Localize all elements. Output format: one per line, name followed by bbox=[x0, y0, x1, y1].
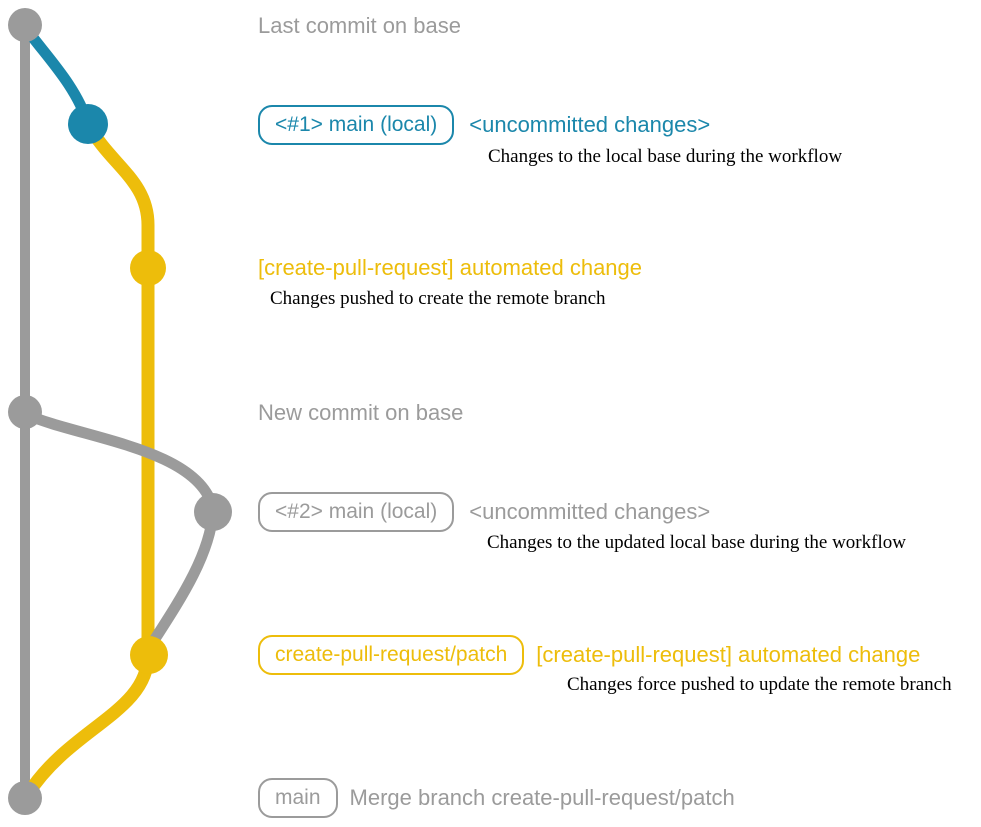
commit-dot-uncommitted-1 bbox=[68, 104, 108, 144]
caption-automated-2: Changes force pushed to update the remot… bbox=[567, 674, 952, 695]
git-graph bbox=[8, 8, 232, 815]
caption-uncommitted-2: Changes to the updated local base during… bbox=[487, 532, 906, 553]
caption-automated-1: Changes pushed to create the remote bran… bbox=[270, 288, 606, 309]
commit-dot-last-base bbox=[8, 8, 42, 42]
commit-dot-merge bbox=[8, 781, 42, 815]
branch-label-main: main bbox=[258, 778, 338, 819]
patch-branch-line bbox=[21, 117, 155, 801]
commit-message-uncommitted-1: <uncommitted changes> bbox=[469, 112, 711, 138]
branch-label-patch: create-pull-request/patch bbox=[258, 635, 525, 676]
note-new-commit-on-base: New commit on base bbox=[258, 400, 464, 425]
updated-local-branch-line-out bbox=[19, 408, 218, 511]
row-uncommitted-1: <#1> main (local) <uncommitted changes> bbox=[258, 105, 711, 146]
row-automated-2: create-pull-request/patch [create-pull-r… bbox=[258, 635, 921, 676]
branch-label-main-local-2: <#2> main (local) bbox=[258, 492, 455, 533]
commit-message-merge: Merge branch create-pull-request/patch bbox=[349, 785, 735, 811]
commit-dot-new-base bbox=[8, 395, 42, 429]
note-last-commit-on-base: Last commit on base bbox=[258, 13, 461, 38]
commit-message-uncommitted-2: <uncommitted changes> bbox=[469, 499, 711, 525]
commit-dot-uncommitted-2 bbox=[194, 493, 232, 531]
row-uncommitted-2: <#2> main (local) <uncommitted changes> bbox=[258, 492, 711, 533]
commit-dot-automated-2 bbox=[130, 636, 168, 674]
branch-label-main-local-1: <#1> main (local) bbox=[258, 105, 455, 146]
commit-dot-automated-1 bbox=[130, 250, 166, 286]
row-merge: main Merge branch create-pull-request/pa… bbox=[258, 778, 735, 819]
caption-uncommitted-1: Changes to the local base during the wor… bbox=[488, 146, 843, 167]
commit-message-automated-2: [create-pull-request] automated change bbox=[536, 642, 921, 668]
updated-local-branch-line-in bbox=[144, 506, 219, 658]
commit-message-automated-1: [create-pull-request] automated change bbox=[258, 255, 643, 280]
row-automated-1: [create-pull-request] automated change bbox=[258, 255, 642, 281]
